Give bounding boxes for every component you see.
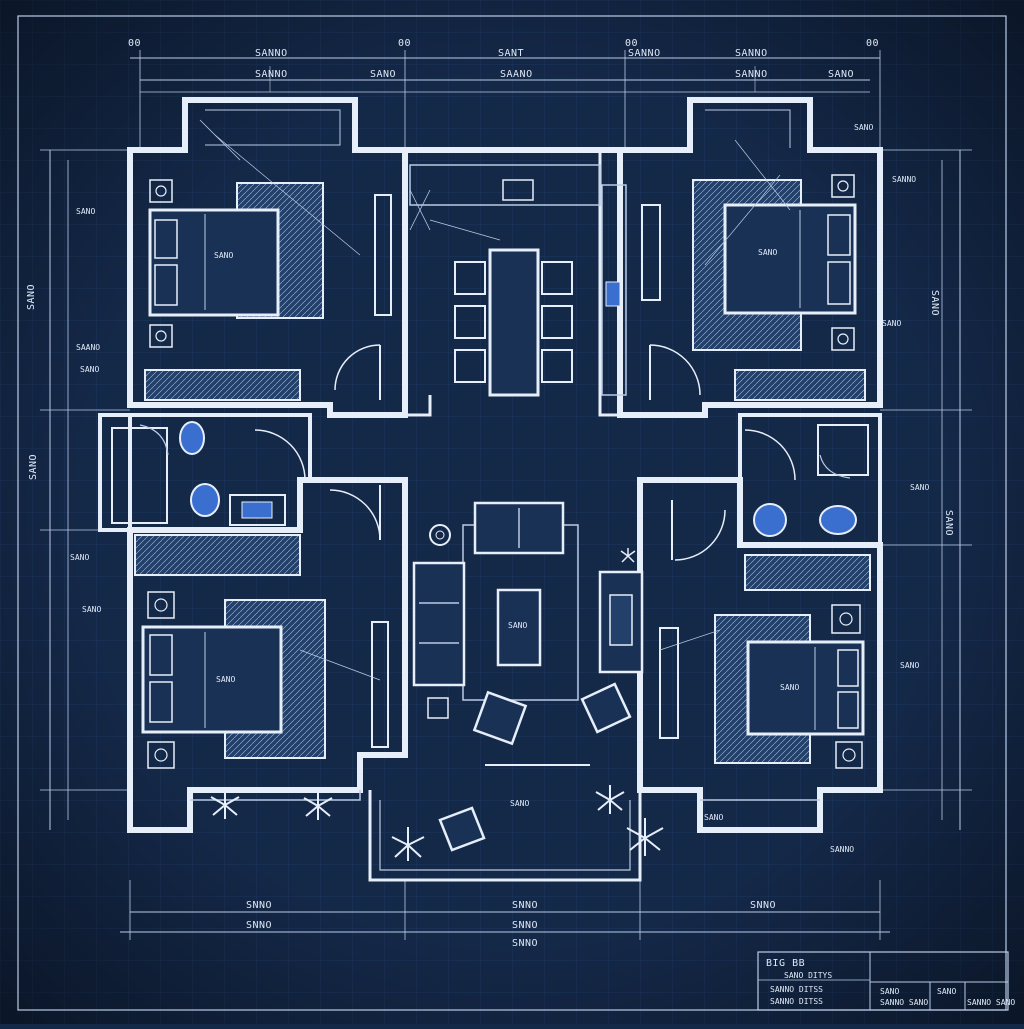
bottom-dim-1: SNNO [246,900,272,911]
bottom-dim-6: SNNO [512,938,538,949]
top-dim2-label-1: SANNO [255,69,288,80]
left-label-2: SANO [76,207,95,216]
leader-lines [214,134,791,681]
title-block [757,951,1009,1011]
room-tag-4: SANO [510,799,529,808]
room-tag-2: SANO [758,248,777,257]
title-block-cell-2: SANO [937,987,956,996]
bedroom-top-left [148,109,392,400]
bedroom-bottom-right [659,604,865,769]
room-tag-1: SANO [214,251,233,260]
plant-icon [391,827,425,861]
title-block-cell-3: SANNO SANO [880,998,928,1007]
right-label-7: SANNO [830,845,854,854]
title-block-title: BIG BB [766,958,805,969]
title-block-row-2: SANNO DITSS [770,997,823,1006]
top-dim-label-4: SANNO [735,48,768,59]
bedroom-top-right [641,109,857,400]
corner-label-4: 00 [866,38,879,49]
corner-label-1: 00 [128,38,141,49]
wardrobe-strips [134,369,871,591]
plant-icon [210,790,240,819]
bottom-dim-3: SNNO [512,900,538,911]
plant-icon [595,785,625,814]
bathroom-right [744,424,869,537]
room-tag-6: SANO [780,683,799,692]
right-dimension-lines [880,149,972,830]
dining-area [409,164,627,397]
right-label-1: SANNO [892,175,916,184]
top-dim-label-2: SANT [498,48,524,59]
plant-icon [620,548,636,563]
left-label-1: SANO [26,284,37,310]
bottom-dim-5: SNNO [750,900,776,911]
top-dim-label-3: SANNO [628,48,661,59]
room-tag-5: SANO [216,675,235,684]
living-room [329,485,726,852]
room-tag-7: SANO [704,813,723,822]
right-label-4: SANO [910,483,929,492]
title-block-cell-1: SANO [880,987,899,996]
right-label-3: SANO [882,319,901,328]
left-label-6: SANO [70,553,89,562]
top-dim2-label-5: SANO [828,69,854,80]
left-label-7: SANO [82,605,101,614]
plant-icons [210,548,664,861]
top-dimension-lines [130,50,881,150]
plant-icon [626,818,664,856]
left-label-4: SANO [80,365,99,374]
right-label-5: SANO [943,510,954,536]
left-label-3: SAANO [76,343,100,352]
plant-icon [303,791,333,820]
bottom-dimension-lines [120,880,890,940]
right-label-2: SANO [929,290,940,316]
title-block-subtitle: SANO DITYS [784,971,832,980]
top-dim2-label-4: SANNO [735,69,768,80]
sheet-border [17,15,1007,1011]
room-tag-8: SANO [854,123,873,132]
top-dim2-label-3: SAANO [500,69,533,80]
top-dim-label-1: SANNO [255,48,288,59]
corner-label-2: 00 [398,38,411,49]
exterior-walls [98,97,883,882]
left-label-5: SANO [28,454,39,480]
top-dim2-label-2: SANO [370,69,396,80]
room-tag-3: SANO [508,621,527,630]
corner-label-3: 00 [625,38,638,49]
right-label-6: SANO [900,661,919,670]
bottom-dim-2: SNNO [246,920,272,931]
bottom-dim-4: SNNO [512,920,538,931]
bathroom-left [111,421,306,526]
title-block-cell-4: SANNO SANO [967,998,1015,1007]
title-block-row-1: SANNO DITSS [770,985,823,994]
bedroom-bottom-left [141,591,389,769]
